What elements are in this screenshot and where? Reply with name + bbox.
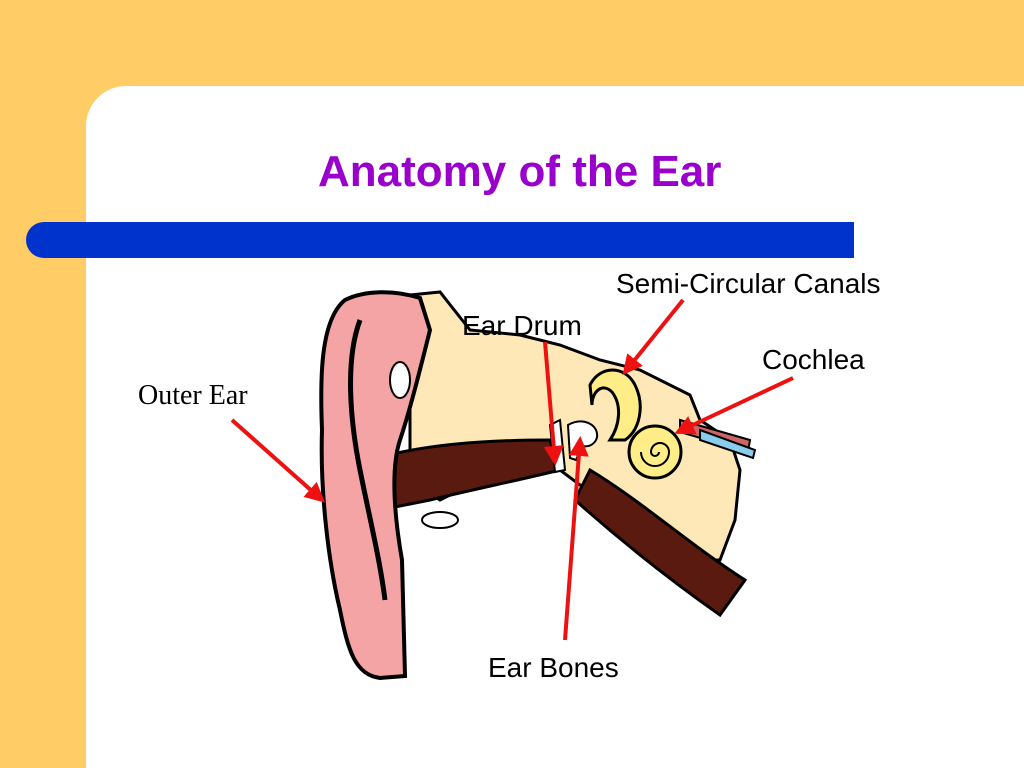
label-ear-bones: Ear Bones (488, 652, 619, 683)
auricle-fold (348, 319, 388, 601)
slide-title: Anatomy of the Ear (318, 147, 722, 196)
accent-bar (26, 222, 854, 258)
label-cochlea: Cochlea (762, 344, 865, 375)
auricle-highlight (389, 361, 411, 399)
cochlea-spiral (640, 442, 671, 467)
label-outer-ear: Outer Ear (138, 380, 248, 411)
arrow-ear-drum (543, 341, 564, 466)
label-ear-drum: Ear Drum (462, 310, 582, 341)
label-semi-circular-canals: Semi-Circular Canals (616, 268, 881, 299)
arrow-semi-circular-canals (622, 298, 685, 376)
arrow-outer-ear (230, 418, 325, 503)
cochlea-shape (627, 424, 683, 480)
auricle-highlight (421, 511, 459, 529)
arrow-ear-bones (563, 436, 589, 641)
eustachian-tube (573, 467, 748, 618)
auditory-nerve (699, 428, 757, 460)
arrow-cochlea (674, 376, 794, 435)
